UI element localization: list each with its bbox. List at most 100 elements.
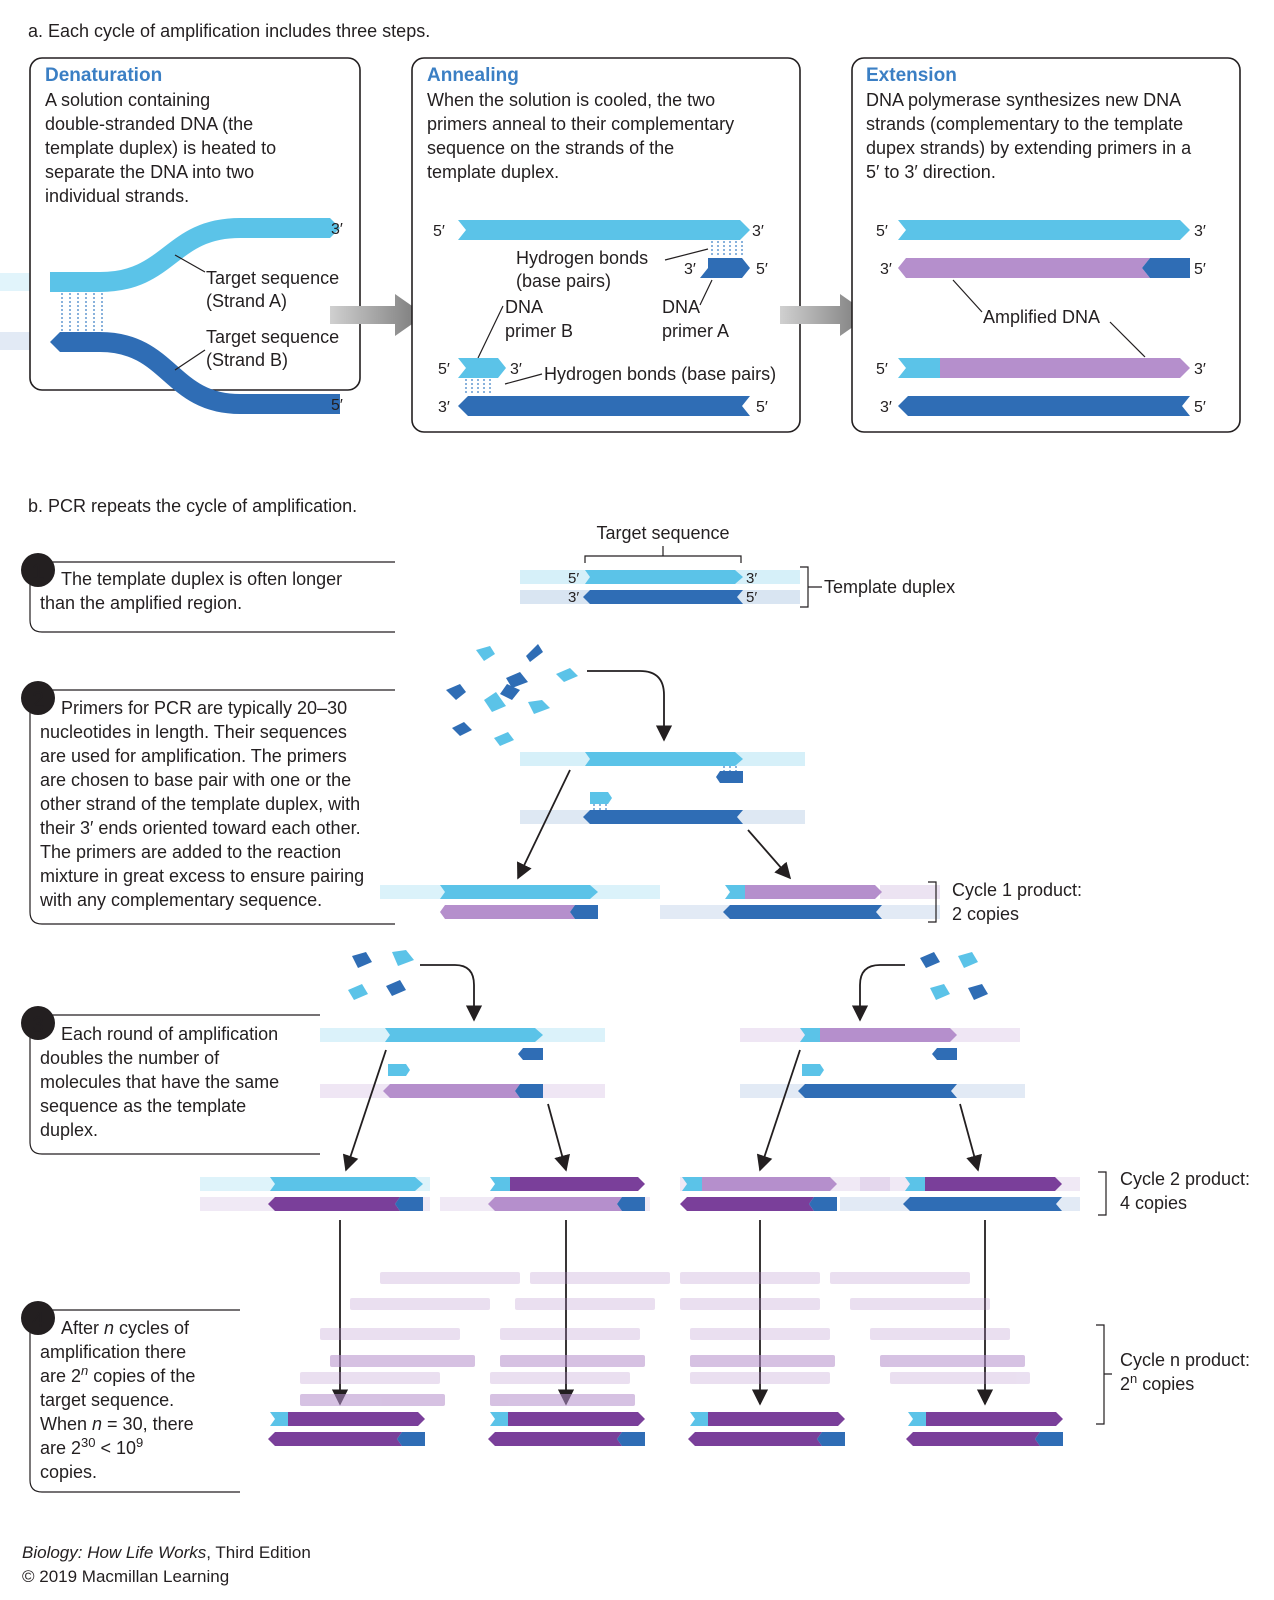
step-text-line: Primers for PCR are typically 20–30 bbox=[61, 698, 347, 718]
step-arrow bbox=[780, 294, 870, 336]
primer-a bbox=[700, 258, 750, 278]
step-text-line: are chosen to base pair with one or the bbox=[40, 770, 351, 790]
extension-text-line: dupex strands) by extending primers in a bbox=[866, 138, 1192, 158]
template-bracket bbox=[800, 566, 822, 608]
step-text-line: copies. bbox=[40, 1462, 97, 1482]
label-strand-a: Target sequence bbox=[206, 268, 339, 288]
step-text-line: When n = 30, there bbox=[40, 1414, 194, 1434]
flow-arrow bbox=[342, 1049, 387, 1172]
flow-arrow bbox=[547, 1103, 570, 1172]
flow-arrow bbox=[420, 964, 483, 1022]
five-prime-label: 5′ bbox=[756, 399, 768, 416]
strand-a bbox=[50, 218, 330, 292]
cycle2-label: Cycle 2 product: bbox=[1120, 1169, 1250, 1189]
primer-b-label: primer B bbox=[505, 321, 573, 341]
three-prime-label: 3′ bbox=[880, 399, 892, 416]
part-b-heading: b. PCR repeats the cycle of amplificatio… bbox=[28, 496, 357, 516]
denaturation-text-line: double-stranded DNA (the bbox=[45, 114, 253, 134]
label-strand-a: (Strand A) bbox=[206, 291, 287, 311]
leader-line bbox=[504, 373, 543, 385]
cycle1-annealing bbox=[520, 752, 805, 824]
step-text-line: with any complementary sequence. bbox=[39, 890, 322, 910]
annealing-panel: Annealing When the solution is cooled, t… bbox=[411, 57, 801, 433]
strand-a-arrowhead bbox=[330, 218, 340, 238]
denaturation-text-line: separate the DNA into two bbox=[45, 162, 254, 182]
cycle-n-faded-copies bbox=[300, 1272, 1030, 1384]
flow-arrow bbox=[756, 1049, 801, 1172]
cycle2-annealing bbox=[320, 1028, 1025, 1098]
five-prime-label: 5′ bbox=[746, 589, 757, 606]
step-text-line: After n cycles of bbox=[61, 1318, 190, 1338]
denaturation-text-line: A solution containing bbox=[45, 90, 210, 110]
callout-border bbox=[29, 562, 395, 633]
three-prime-label: 3′ bbox=[746, 570, 757, 587]
annealing-text-line: When the solution is cooled, the two bbox=[427, 90, 715, 110]
bottom-strand bbox=[458, 396, 750, 416]
step-text-line: amplification there bbox=[40, 1342, 186, 1362]
primer-a-label: DNA bbox=[662, 297, 700, 317]
strand-b-arrowhead bbox=[50, 332, 60, 352]
three-prime-label: 3′ bbox=[1194, 223, 1206, 240]
credit-copyright: © 2019 Macmillan Learning bbox=[22, 1567, 229, 1586]
extension-text-line: 5′ to 3′ direction. bbox=[866, 162, 996, 182]
five-prime-label: 5′ bbox=[1194, 399, 1206, 416]
strand-b bbox=[583, 590, 743, 604]
end-label: 3′ bbox=[331, 221, 343, 238]
cycle2-products bbox=[200, 1177, 1080, 1211]
hbonds-label: Hydrogen bonds bbox=[516, 248, 648, 268]
step-text-line: molecules that have the same bbox=[40, 1072, 279, 1092]
flow-arrow bbox=[851, 964, 905, 1022]
leader-line bbox=[1109, 321, 1146, 358]
label-strand-b: Target sequence bbox=[206, 327, 339, 347]
flow-arrow bbox=[959, 1103, 982, 1172]
step-number-badge bbox=[21, 681, 55, 715]
extension-panel: Extension DNA polymerase synthesizes new… bbox=[851, 57, 1241, 433]
target-sequence-label: Target sequence bbox=[596, 523, 729, 543]
five-prime-label: 5′ bbox=[438, 361, 450, 378]
step-text-line: target sequence. bbox=[40, 1390, 174, 1410]
three-prime-label: 3′ bbox=[684, 261, 696, 278]
cycle1-products bbox=[380, 885, 940, 919]
primer-b bbox=[458, 358, 506, 378]
step-number-badge bbox=[21, 553, 55, 587]
leader-line bbox=[174, 254, 206, 273]
annealing-box bbox=[411, 57, 801, 433]
cycle-n-products bbox=[268, 1412, 1063, 1446]
amplified-dna-label: Amplified DNA bbox=[983, 307, 1100, 327]
annealing-text-line: template duplex. bbox=[427, 162, 559, 182]
template-duplex: Target sequence 5′ 3′ 3′ 5′ Template dup… bbox=[520, 523, 955, 608]
three-prime-label: 3′ bbox=[752, 223, 764, 240]
primer-pool bbox=[348, 950, 988, 1000]
flow-arrow bbox=[747, 829, 792, 880]
step-1-callout: 1 The template duplex is often longer th… bbox=[21, 553, 395, 633]
step-text-line: other strand of the template duplex, wit… bbox=[40, 794, 360, 814]
end-label: 5′ bbox=[331, 397, 343, 414]
cyclen-label: Cycle n product: bbox=[1120, 1350, 1250, 1370]
hydrogen-bonds bbox=[711, 241, 743, 257]
step-text-line: doubles the number of bbox=[40, 1048, 220, 1068]
step-number: 2 bbox=[32, 687, 44, 712]
step-text-line: Each round of amplification bbox=[61, 1024, 278, 1044]
strand-a bbox=[585, 570, 743, 584]
five-prime-label: 5′ bbox=[876, 361, 888, 378]
denaturation-title: Denaturation bbox=[45, 65, 162, 86]
leader-line bbox=[664, 248, 709, 261]
cycle1-label: Cycle 1 product: bbox=[952, 880, 1082, 900]
leader-line bbox=[477, 305, 504, 359]
five-prime-label: 5′ bbox=[876, 223, 888, 240]
step-number: 1 bbox=[32, 559, 44, 584]
credit-book: Biology: How Life Works, Third Edition bbox=[22, 1543, 311, 1562]
primer-b-label: DNA bbox=[505, 297, 543, 317]
part-a-heading: a. Each cycle of amplification includes … bbox=[28, 21, 430, 41]
target-bracket bbox=[584, 546, 742, 563]
cycle-n-faded-copies bbox=[300, 1355, 1025, 1406]
step-text-line: The template duplex is often longer bbox=[61, 569, 342, 589]
flow-arrow bbox=[517, 769, 571, 880]
five-prime-label: 5′ bbox=[756, 261, 768, 278]
step-number-badge bbox=[21, 1301, 55, 1335]
cycle2-label: 4 copies bbox=[1120, 1193, 1187, 1213]
step-number: 4 bbox=[32, 1307, 44, 1332]
annealing-text-line: sequence on the strands of the bbox=[427, 138, 674, 158]
new-strand bbox=[898, 258, 1150, 278]
